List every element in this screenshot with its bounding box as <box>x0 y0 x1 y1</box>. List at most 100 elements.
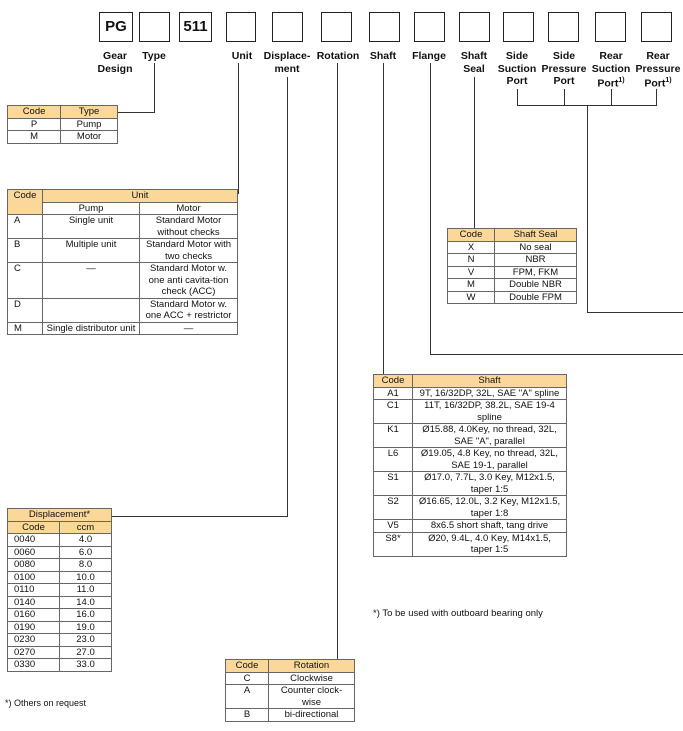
box-side-suction-port <box>503 12 534 42</box>
type-code: P <box>6 117 62 131</box>
box-flange <box>414 12 445 42</box>
shaft-value: 11T, 16/32DP, 38.2L, SAE 19-4 spline <box>412 399 567 424</box>
type-value: Pump <box>60 117 118 131</box>
type-code: M <box>6 130 62 144</box>
displacement-ccm: 4.0 <box>59 533 112 547</box>
label-shaft: Shaft <box>369 50 397 62</box>
displacement-code: 0230 <box>7 633 60 647</box>
displacement-ccm: 33.0 <box>59 658 112 672</box>
label-side-suction-port: Side Suction Port <box>497 50 537 87</box>
unit-pump: Multiple unit <box>42 238 140 263</box>
unit-table-pump-header: Pump <box>42 201 140 215</box>
label-side-pressure-port: Side Pressure Port <box>541 50 587 87</box>
displacement-ccm-header: ccm <box>59 520 112 534</box>
unit-motor: Standard Motor without checks <box>139 214 238 239</box>
seal-value: FPM, FKM <box>494 265 577 279</box>
shaft-value: 9T, 16/32DP, 32L, SAE "A" spline <box>412 386 567 400</box>
unit-code: B <box>7 238 43 263</box>
shaft-code: S1 <box>373 471 413 496</box>
displacement-code: 0190 <box>7 620 60 634</box>
unit-code: A <box>7 214 43 239</box>
shaft-code: S8* <box>373 531 413 557</box>
rotation-table-rotation-header: Rotation <box>268 659 355 673</box>
seal-code: M <box>447 278 495 292</box>
unit-code: C <box>7 262 43 299</box>
displacement-ccm: 14.0 <box>59 595 112 609</box>
label-displacement: Displace-ment <box>263 50 311 75</box>
displacement-code: 0110 <box>7 583 60 597</box>
label-rear-pressure-port: Rear Pressure Port1) <box>635 50 681 90</box>
shaft-table-code-header: Code <box>373 374 413 388</box>
rotation-value: Counter clock-wise <box>268 684 355 709</box>
displacement-code-header: Code <box>7 520 60 534</box>
label-flange: Flange <box>412 50 446 62</box>
seal-value: Double FPM <box>494 290 577 304</box>
label-rear-suction-port: Rear Suction Port1) <box>591 50 631 90</box>
seal-code: N <box>447 253 495 267</box>
shaft-value: Ø16.65, 12.0L, 3.2 Key, M12x1.5, taper 1… <box>412 495 567 520</box>
shaft-code: V5 <box>373 519 413 533</box>
shaft-code: L6 <box>373 447 413 472</box>
displacement-ccm: 16.0 <box>59 608 112 622</box>
box-unit <box>226 12 256 42</box>
box-type <box>139 12 170 42</box>
box-side-pressure-port <box>548 12 579 42</box>
label-type: Type <box>142 50 166 62</box>
label-rotation: Rotation <box>316 50 360 62</box>
table-row: C—Standard Motor w. one anti cavita-tion… <box>7 262 238 299</box>
unit-table-motor-header: Motor <box>139 201 238 215</box>
table-row: S8*Ø20, 9.4L, 4.0 Key, M14x1.5, taper 1:… <box>373 531 567 557</box>
shaft-value: Ø20, 9.4L, 4.0 Key, M14x1.5, taper 1:5 <box>412 531 567 557</box>
shaft-code: C1 <box>373 399 413 424</box>
type-table-code-header: Code <box>6 105 62 119</box>
seal-value: No seal <box>494 240 577 254</box>
type-value: Motor <box>60 130 118 144</box>
box-shaft-seal <box>459 12 490 42</box>
rotation-code: B <box>225 708 269 722</box>
unit-pump <box>42 297 140 323</box>
seal-code: X <box>447 240 495 254</box>
shaft-code: S2 <box>373 495 413 520</box>
box-gear-design: PG <box>99 12 133 42</box>
label-gear-design: Gear Design <box>97 50 133 75</box>
label-unit: Unit <box>231 50 253 62</box>
seal-table-code-header: Code <box>447 228 495 242</box>
displacement-ccm: 8.0 <box>59 558 112 572</box>
shaft-code: A1 <box>373 386 413 400</box>
box-rear-suction-port <box>595 12 626 42</box>
displacement-ccm: 27.0 <box>59 645 112 659</box>
displacement-ccm: 19.0 <box>59 620 112 634</box>
unit-motor: Standard Motor w. one anti cavita-tion c… <box>139 262 238 299</box>
shaft-value: Ø15.88, 4.0Key, no thread, 32L, SAE "A",… <box>412 423 567 448</box>
unit-code: M <box>7 321 43 335</box>
shaft-table-shaft-header: Shaft <box>412 374 567 388</box>
displacement-code: 0270 <box>7 645 60 659</box>
shaft-value: Ø19.05, 4.8 Key, no thread, 32L, SAE 19-… <box>412 447 567 472</box>
displacement-code: 0160 <box>7 608 60 622</box>
shaft-value: 8x6.5 short shaft, tang drive <box>412 519 567 533</box>
table-row: M Motor <box>6 130 118 144</box>
